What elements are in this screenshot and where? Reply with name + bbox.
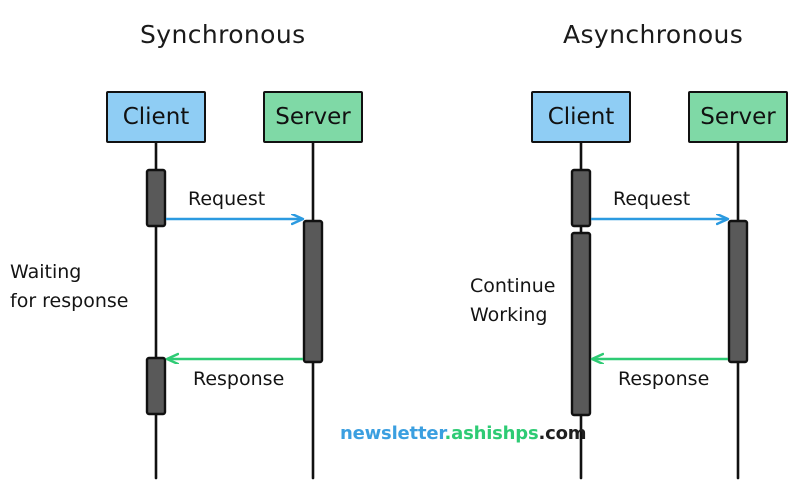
participant-box-async-server[interactable]: Server — [688, 91, 788, 143]
note-sync-waiting-line-1: Waiting — [10, 261, 82, 283]
activation-async-server — [727, 219, 749, 364]
panel-title-synchronous: Synchronous — [140, 20, 306, 49]
note-sync-waiting: Waiting for response — [10, 258, 128, 317]
activation-sync-client-request — [145, 168, 167, 228]
panel-title-asynchronous: Asynchronous — [563, 20, 744, 49]
participant-box-sync-server[interactable]: Server — [263, 91, 363, 143]
watermark-part-com: .com — [538, 423, 587, 444]
watermark-part-ashishps: .ashishps — [444, 423, 539, 444]
watermark-part-newsletter: newsletter — [340, 423, 445, 444]
panel-synchronous — [145, 141, 324, 480]
activation-async-client-working — [570, 231, 592, 417]
participant-box-sync-client[interactable]: Client — [106, 91, 206, 143]
note-async-continue: Continue Working — [470, 272, 555, 331]
note-async-continue-line-1: Continue — [470, 275, 556, 297]
watermark: newsletter.ashishps.com — [340, 423, 587, 444]
activation-async-client-request — [570, 168, 592, 228]
activation-sync-client-response — [145, 356, 167, 416]
message-label-sync-request: Request — [188, 188, 266, 210]
note-async-continue-line-2: Working — [470, 304, 548, 327]
note-sync-waiting-line-2: for response — [10, 290, 129, 313]
activation-sync-server — [302, 219, 324, 364]
panel-asynchronous — [570, 141, 749, 480]
message-label-async-request: Request — [613, 188, 691, 210]
message-label-sync-response: Response — [193, 368, 285, 390]
message-label-async-response: Response — [618, 368, 710, 390]
participant-box-async-client[interactable]: Client — [531, 91, 631, 143]
